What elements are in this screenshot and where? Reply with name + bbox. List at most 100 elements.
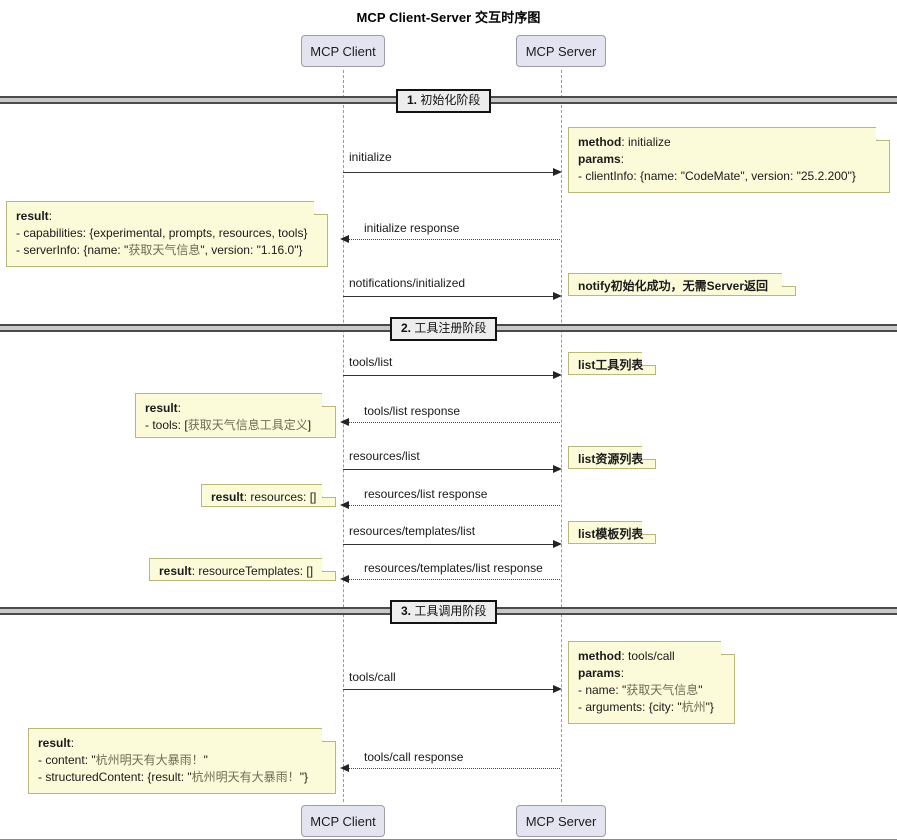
note-notify-initialized: notify初始化成功，无需Server返回: [568, 272, 796, 296]
note-key: list: [578, 527, 596, 541]
phase-text: 工具注册阶段: [411, 321, 487, 335]
message-arrow-notifications-initialized: [343, 296, 555, 297]
arrow-head-left-icon: [340, 418, 349, 426]
message-arrow-initialize: [343, 172, 555, 173]
note-value-cn: 杭州: [681, 700, 706, 715]
phase-text: 初始化阶段: [417, 93, 481, 107]
note-key: list: [578, 358, 596, 372]
note-value: ": [698, 683, 703, 698]
note-fold-corner: [721, 640, 735, 655]
note-value: :: [48, 209, 53, 223]
note-line: - arguments: {city: "杭州"}: [578, 699, 724, 716]
phase-text: 工具调用阶段: [411, 604, 487, 618]
note-key: method: [578, 649, 622, 663]
note-resources-list-result: result: resources: []: [201, 483, 336, 507]
note-fold-corner: [642, 520, 656, 535]
note-fold-corner: [322, 557, 336, 572]
message-label-initialize: initialize: [349, 150, 392, 164]
phase-label-3: 3. 工具调用阶段: [390, 600, 498, 625]
note-line: result: resourceTemplates: []: [159, 563, 325, 580]
lifeline-mcp-client: [343, 70, 344, 802]
message-label-resources-list: resources/list: [349, 449, 420, 463]
note-value: : resources: []: [243, 490, 317, 504]
note-value: ": [203, 753, 208, 768]
participant-mcp-server-bottom[interactable]: MCP Server: [516, 805, 606, 837]
page-title: MCP Client-Server 交互时序图: [356, 10, 541, 25]
participant-mcp-server-top[interactable]: MCP Server: [516, 35, 606, 67]
note-value: :: [70, 736, 75, 750]
note-value-cn: 杭州明天有大暴雨！: [95, 753, 204, 768]
note-fold-corner: [314, 200, 328, 215]
note-line: list工具列表: [578, 357, 645, 374]
note-value-cn: 获取天气信息: [128, 243, 201, 258]
message-label-initialize-response: initialize response: [364, 221, 460, 235]
participant-label: MCP Client: [310, 813, 376, 829]
note-line: - serverInfo: {name: "获取天气信息", version: …: [16, 242, 317, 259]
note-key: result: [38, 736, 71, 750]
arrow-head-left-icon: [340, 575, 349, 583]
arrow-head-right-icon: [553, 465, 562, 473]
note-resources-list: list资源列表: [568, 445, 656, 469]
note-fold-corner: [782, 272, 796, 287]
participant-mcp-client-top[interactable]: MCP Client: [301, 35, 385, 67]
note-value: 资源列表: [595, 452, 644, 466]
note-line: params:: [578, 665, 724, 682]
note-line: - structuredContent: {result: "杭州明天有大暴雨！…: [38, 769, 325, 786]
note-value: - serverInfo: {name: ": [16, 243, 129, 258]
note-value: : resourceTemplates: []: [191, 564, 314, 578]
note-key: params: [578, 666, 621, 681]
message-label-tools-list: tools/list: [349, 355, 393, 369]
note-key: result: [159, 564, 192, 578]
note-value: :: [177, 401, 182, 415]
message-arrow-tools-list: [343, 375, 555, 376]
message-label-notifications-initialized: notifications/initialized: [349, 276, 466, 290]
note-tools-list-result: result: - tools: [获取天气信息工具定义]: [135, 392, 336, 438]
phase-number: 3.: [401, 604, 412, 618]
participant-mcp-client-bottom[interactable]: MCP Client: [301, 805, 385, 837]
note-line: result:: [145, 400, 325, 417]
message-arrow-initialize-response: [348, 239, 560, 240]
note-line: method: tools/call: [578, 648, 724, 665]
note-tools-call-request: method: tools/call params: - name: "获取天气…: [568, 640, 735, 724]
note-value: : initialize: [621, 135, 671, 149]
note-templates-list-result: result: resourceTemplates: []: [149, 557, 336, 581]
phase-number: 1.: [407, 93, 418, 107]
arrow-head-left-icon: [340, 764, 349, 772]
note-value: - structuredContent: {result: ": [38, 770, 192, 785]
note-value: :: [620, 666, 625, 681]
message-arrow-resources-list-response: [348, 505, 560, 506]
note-value: 工具列表: [595, 358, 644, 372]
note-key: result: [16, 209, 49, 223]
lifeline-mcp-server: [561, 70, 562, 802]
note-value: : tools/call: [621, 649, 675, 663]
note-key: params: [578, 152, 621, 167]
participant-label: MCP Client: [310, 43, 376, 59]
note-line: method: initialize: [578, 134, 879, 151]
note-fold-corner: [642, 445, 656, 460]
message-arrow-resources-templates-list: [343, 544, 555, 545]
note-tools-call-result: result: - content: "杭州明天有大暴雨！" - structu…: [28, 727, 336, 794]
note-fold-corner: [322, 483, 336, 498]
arrow-head-left-icon: [340, 235, 349, 243]
note-fold-corner: [876, 126, 890, 141]
note-templates-list: list模板列表: [568, 520, 656, 544]
note-line: - tools: [获取天气信息工具定义]: [145, 417, 325, 434]
note-value-cn: 杭州明天有大暴雨！: [191, 770, 300, 785]
note-key: result: [145, 401, 178, 415]
note-fold-corner: [322, 727, 336, 742]
message-label-resources-templates-list-response: resources/templates/list response: [364, 561, 543, 575]
phase-label-1: 1. 初始化阶段: [396, 89, 492, 114]
note-initialize-result: result: - capabilities: {experimental, p…: [6, 200, 328, 267]
message-label-resources-list-response: resources/list response: [364, 487, 488, 501]
note-line: params:: [578, 151, 879, 168]
phase-label-2: 2. 工具注册阶段: [390, 317, 498, 342]
note-line: - name: "获取天气信息": [578, 682, 724, 699]
note-tools-list: list工具列表: [568, 351, 656, 375]
arrow-head-right-icon: [553, 168, 562, 176]
note-line: - capabilities: {experimental, prompts, …: [16, 226, 308, 241]
note-line: result: resources: []: [211, 489, 325, 506]
phase-number: 2.: [401, 321, 412, 335]
note-line: - content: "杭州明天有大暴雨！": [38, 752, 325, 769]
note-value-cn: 获取天气信息: [626, 683, 699, 698]
